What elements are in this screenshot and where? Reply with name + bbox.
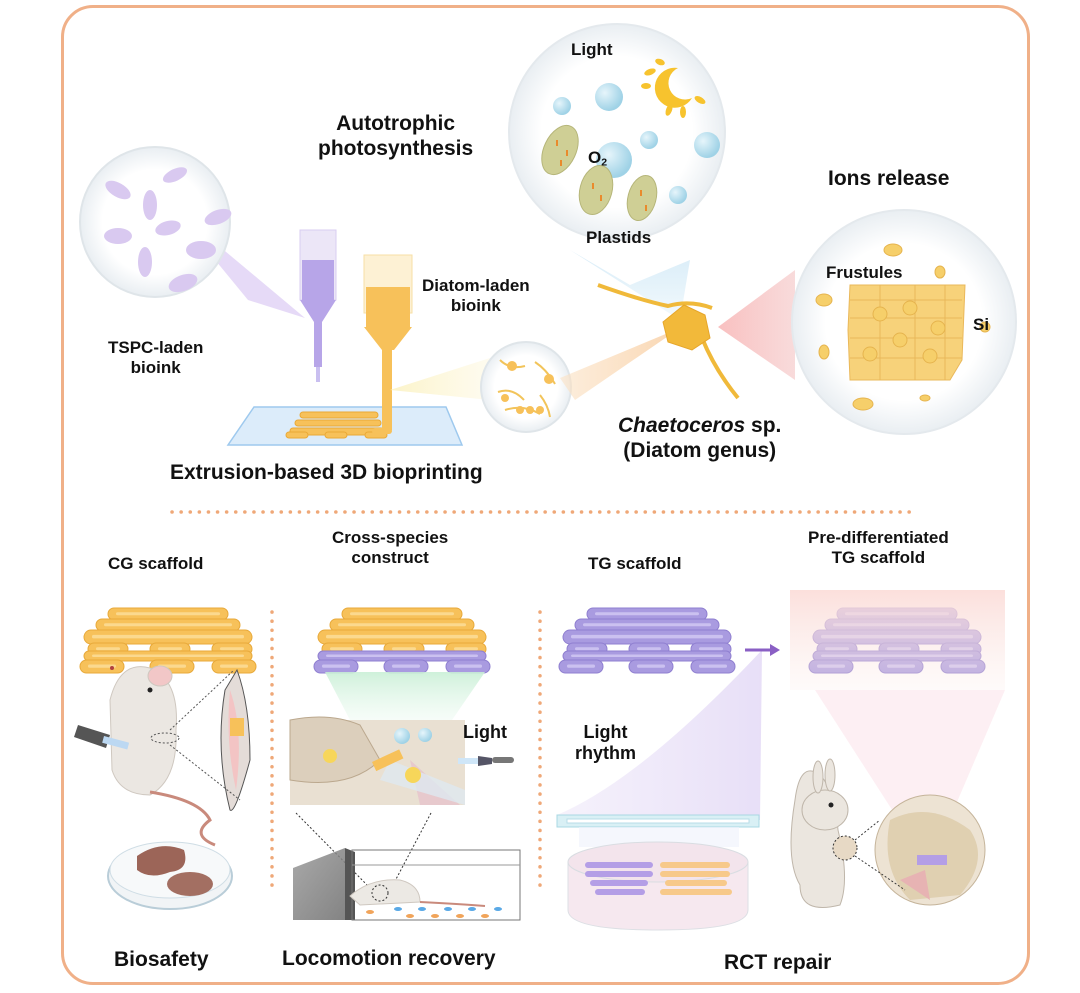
pink-glow	[790, 590, 1005, 690]
mouse-implant-illustration	[74, 665, 251, 847]
print-bed	[226, 406, 464, 446]
cross-species-line2: construct	[351, 548, 429, 568]
cross-species-scaffold	[313, 607, 491, 674]
shoulder-zoom	[854, 794, 986, 906]
light-label-cross: Light	[463, 722, 507, 742]
diatom-bioink-line2: bioink	[450, 296, 501, 316]
genus-suffix: sp.	[745, 414, 782, 437]
photosynthesis-sphere	[508, 23, 726, 400]
light-rhythm-label: Light rhythm	[575, 722, 636, 764]
biosafety-footer: Biosafety	[114, 948, 209, 971]
light-rhythm-line1: Light	[583, 722, 628, 742]
genus-note: (Diatom genus)	[623, 438, 777, 462]
light-label: Light	[571, 40, 613, 59]
frustules-sphere	[718, 209, 1017, 435]
genus-italic: Chaetoceros	[618, 414, 746, 437]
pre-diff-title: Pre-differentiated TG scaffold	[808, 528, 949, 568]
locomotion-footer: Locomotion recovery	[282, 947, 496, 970]
genus-label: Chaetoceros sp. (Diatom genus)	[618, 414, 781, 464]
joint-cross-section	[289, 672, 485, 805]
tspc-bioink-line1: TSPC-laden	[108, 338, 204, 357]
light-probe-icon	[458, 756, 514, 766]
o2-text: O	[588, 148, 602, 167]
rct-repair-footer: RCT repair	[724, 951, 832, 974]
cross-species-line1: Cross-species	[332, 528, 449, 547]
o2-label: O2	[588, 148, 607, 169]
light-lamp	[556, 814, 760, 847]
chaetoceros-diatom	[597, 283, 740, 400]
light-rhythm-beam	[557, 650, 762, 820]
genus-line1: Chaetoceros sp.	[618, 414, 781, 439]
culture-dish	[567, 841, 749, 931]
plastids-label: Plastids	[586, 228, 652, 247]
cross-species-title: Cross-species construct	[332, 528, 448, 568]
locomotion-track	[293, 812, 521, 921]
diatom-syringe	[363, 254, 413, 434]
tg-scaffold	[558, 607, 736, 674]
frustules-label: Frustules	[826, 263, 903, 282]
autotrophic-title-line2: photosynthesis	[318, 136, 474, 160]
cg-scaffold-title: CG scaffold	[108, 554, 204, 573]
tspc-cell-sphere	[79, 146, 305, 318]
sun-icon	[641, 58, 706, 118]
si-label: Si	[973, 315, 990, 334]
plastids	[541, 124, 658, 222]
diatom-bioink-sphere	[390, 341, 572, 433]
rabbit-illustration	[790, 758, 858, 908]
o2-subscript: 2	[601, 156, 608, 169]
light-rhythm-line2: rhythm	[575, 743, 637, 764]
petri-dish-organs	[107, 841, 233, 910]
autotrophic-title: Autotrophic photosynthesis	[318, 112, 473, 162]
tspc-syringe	[299, 229, 337, 382]
ions-release-title: Ions release	[828, 167, 950, 190]
figure-frame	[61, 5, 1030, 985]
autotrophic-title-line1: Autotrophic	[336, 112, 456, 135]
tspc-bioink-line2: bioink	[130, 358, 181, 378]
bioprinting-title: Extrusion-based 3D bioprinting	[170, 461, 483, 484]
pre-diff-line2: TG scaffold	[831, 548, 926, 568]
cg-scaffold	[79, 607, 257, 674]
tspc-bioink-label: TSPC-laden bioink	[108, 338, 203, 378]
tg-scaffold-title: TG scaffold	[588, 554, 682, 573]
diatom-bioink-label: Diatom-laden bioink	[422, 276, 530, 316]
diatom-bioink-line1: Diatom-laden	[422, 276, 530, 295]
arrow-icon	[745, 644, 780, 656]
pre-diff-line1: Pre-differentiated	[808, 528, 949, 547]
